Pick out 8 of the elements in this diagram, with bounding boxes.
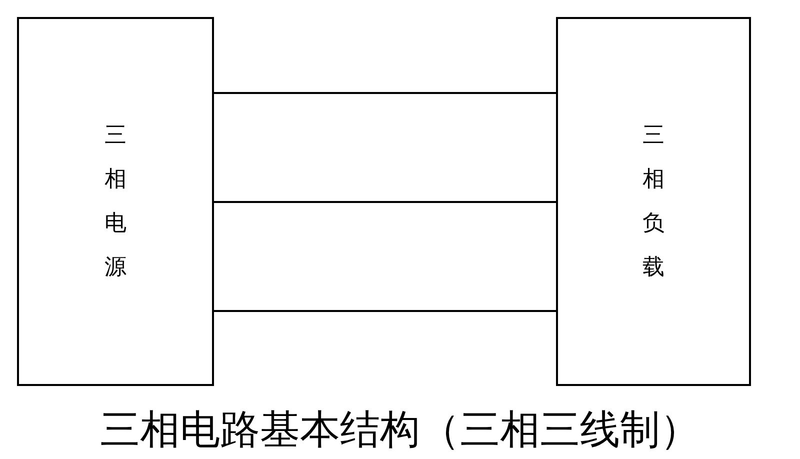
- load-box: [556, 17, 751, 386]
- source-box: [17, 17, 214, 386]
- wire-line: [214, 201, 556, 203]
- box-label: 三相电源: [104, 122, 128, 282]
- diagram-title: 三相电路基本结构（三相三线制）: [99, 406, 701, 455]
- wire-line: [214, 92, 556, 94]
- wire-line: [214, 310, 556, 312]
- box-label: 三相负载: [642, 122, 666, 282]
